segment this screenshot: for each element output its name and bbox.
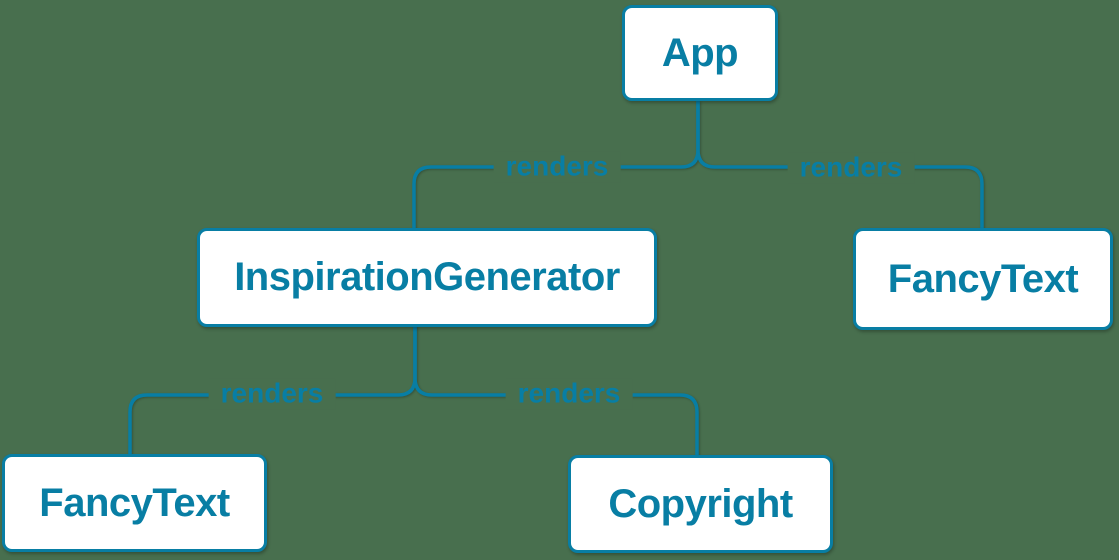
edge-label-renders-app-fancytext: renders bbox=[787, 152, 915, 184]
node-label: Copyright bbox=[608, 481, 793, 526]
tree-node-fancy-text-bottom: FancyText bbox=[2, 454, 267, 552]
node-label: FancyText bbox=[39, 480, 230, 525]
node-label: InspirationGenerator bbox=[234, 255, 620, 299]
edge-label-renders-inspirationgenerator-fancytext: renders bbox=[208, 378, 336, 410]
tree-node-fancy-text-top: FancyText bbox=[853, 228, 1113, 330]
edge-label-renders-app-inspirationgenerator: renders bbox=[493, 151, 621, 183]
edge-label-renders-inspirationgenerator-copyright: renders bbox=[505, 378, 633, 410]
tree-node-app: App bbox=[622, 5, 778, 101]
tree-node-inspiration-generator: InspirationGenerator bbox=[197, 228, 657, 327]
tree-node-copyright: Copyright bbox=[568, 455, 833, 553]
node-label: FancyText bbox=[887, 256, 1079, 301]
node-label: App bbox=[661, 30, 739, 75]
